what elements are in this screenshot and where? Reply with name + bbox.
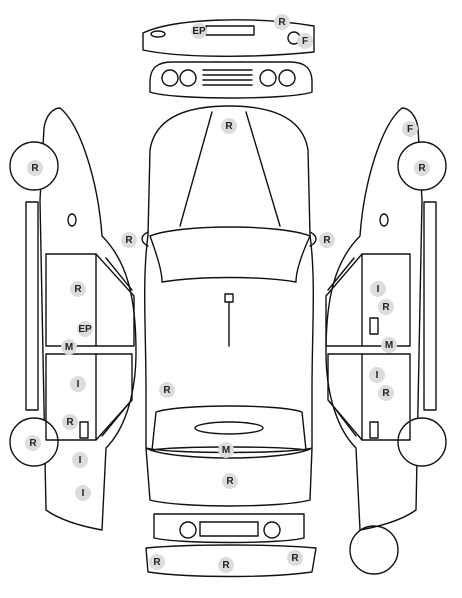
damage-badge-code: R	[323, 235, 331, 246]
damage-badge-windshield-r[interactable]: R	[221, 118, 237, 134]
damage-badge-circle	[218, 442, 234, 458]
damage-badge-circle	[27, 160, 43, 176]
damage-badge-code: M	[222, 445, 230, 456]
damage-badge-code: F	[407, 124, 413, 135]
damage-badge-circle	[149, 554, 165, 570]
damage-badge-left-front-wheel-r[interactable]: R	[27, 160, 43, 176]
damage-badge-circle	[369, 367, 385, 383]
damage-badge-circle	[221, 118, 237, 134]
damage-badge-circle	[222, 473, 238, 489]
damage-badge-rear-window-m[interactable]: M	[218, 442, 234, 458]
damage-badge-left-rear-door-r[interactable]: R	[62, 414, 78, 430]
damage-badge-left-quarter-i[interactable]: I	[72, 452, 88, 468]
rear-bumper[interactable]	[145, 544, 317, 578]
front-grille[interactable]	[149, 61, 313, 99]
car-side-right[interactable]	[325, 107, 447, 531]
damage-badge-code: R	[382, 302, 390, 313]
damage-badge-code: R	[278, 17, 286, 28]
damage-badge-code: R	[74, 284, 82, 295]
damage-badge-circle	[319, 232, 335, 248]
damage-badge-circle	[121, 232, 137, 248]
spare-wheel-circle[interactable]	[349, 525, 399, 575]
damage-badge-right-rear-door-r[interactable]: R	[378, 385, 394, 401]
damage-badge-circle	[414, 160, 430, 176]
damage-badge-circle	[378, 299, 394, 315]
damage-badge-circle	[72, 452, 88, 468]
damage-badge-code: F	[302, 36, 308, 47]
damage-badge-code: R	[31, 163, 39, 174]
damage-badge-right-front-door-i[interactable]: I	[370, 281, 386, 297]
damage-badge-code: R	[125, 235, 133, 246]
damage-badge-left-front-door-r[interactable]: R	[70, 281, 86, 297]
damage-badge-roof-side-r[interactable]: R	[159, 382, 175, 398]
damage-badge-rear-bumper-r-left[interactable]: R	[149, 554, 165, 570]
damage-badge-circle	[370, 281, 386, 297]
damage-badge-code: M	[385, 340, 393, 351]
damage-badge-left-mirror-r[interactable]: R	[121, 232, 137, 248]
damage-badge-front-bumper-f[interactable]: F	[297, 33, 313, 49]
damage-badge-right-front-wheel-r[interactable]: R	[414, 160, 430, 176]
damage-badge-code: I	[377, 284, 380, 295]
damage-badge-circle	[402, 121, 418, 137]
damage-badge-circle	[287, 550, 303, 566]
damage-badge-code: EP	[192, 26, 206, 37]
damage-badge-circle	[25, 435, 41, 451]
damage-badge-circle	[381, 337, 397, 353]
damage-badge-right-front-fender-f[interactable]: F	[402, 121, 418, 137]
damage-badge-circle	[378, 385, 394, 401]
damage-badge-rear-bumper-r-right[interactable]: R	[287, 550, 303, 566]
damage-badge-circle	[297, 33, 313, 49]
damage-badge-circle	[62, 414, 78, 430]
damage-badge-code: R	[222, 560, 230, 571]
damage-badge-left-sill-m[interactable]: M	[61, 339, 77, 355]
trunk-lid[interactable]	[145, 447, 313, 507]
damage-badge-code: R	[418, 163, 426, 174]
damage-badge-right-front-door-r[interactable]: R	[378, 299, 394, 315]
damage-badge-code: I	[82, 488, 85, 499]
damage-badge-circle	[70, 281, 86, 297]
damage-badge-trunk-r[interactable]: R	[222, 473, 238, 489]
damage-badge-circle	[191, 23, 207, 39]
damage-badge-circle	[159, 382, 175, 398]
damage-badge-circle	[75, 485, 91, 501]
damage-badge-code: R	[66, 417, 74, 428]
damage-badge-left-rear-wheel-r[interactable]: R	[25, 435, 41, 451]
damage-badge-code: I	[376, 370, 379, 381]
damage-badge-left-bottom-i[interactable]: I	[75, 485, 91, 501]
damage-badge-left-rear-door-i[interactable]: I	[70, 376, 86, 392]
damage-badge-circle	[274, 14, 290, 30]
car-body-top[interactable]	[141, 105, 317, 459]
damage-badge-circle	[61, 339, 77, 355]
damage-badge-right-rear-door-i[interactable]: I	[369, 367, 385, 383]
damage-badge-code: R	[153, 557, 161, 568]
damage-badge-code: R	[225, 121, 233, 132]
damage-badge-right-sill-m[interactable]: M	[381, 337, 397, 353]
damage-badge-code: EP	[78, 324, 92, 335]
damage-badge-left-front-door-ep[interactable]: EP	[77, 321, 93, 337]
damage-badge-circle	[77, 321, 93, 337]
damage-badge-code: I	[79, 455, 82, 466]
damage-badge-rear-bumper-r-center[interactable]: R	[218, 557, 234, 573]
damage-badge-code: R	[29, 438, 37, 449]
damage-badge-right-mirror-r[interactable]: R	[319, 232, 335, 248]
damage-badge-code: R	[291, 553, 299, 564]
damage-badge-front-bumper-ep[interactable]: EP	[191, 23, 207, 39]
damage-badge-code: M	[65, 342, 73, 353]
damage-badge-code: R	[163, 385, 171, 396]
damage-badge-code: R	[382, 388, 390, 399]
damage-badge-code: I	[77, 379, 80, 390]
damage-badge-front-bumper-r[interactable]: R	[274, 14, 290, 30]
damage-badge-code: R	[226, 476, 234, 487]
damage-badge-circle	[70, 376, 86, 392]
rear-face[interactable]	[153, 513, 305, 544]
damage-badge-circle	[218, 557, 234, 573]
